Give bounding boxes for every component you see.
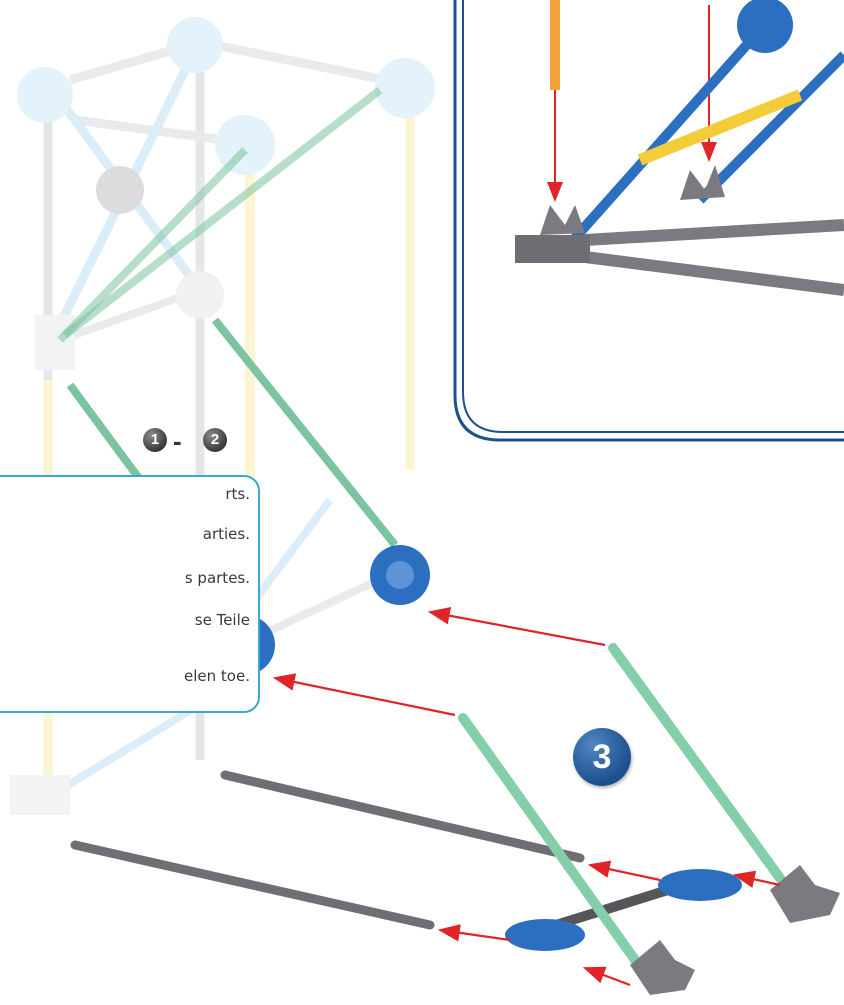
substep-from-badge: 1 [143,428,167,452]
callout-line: arties. [203,525,250,543]
range-dash: - [173,426,182,457]
step-number-badge: 3 [573,728,631,786]
callout-line: s partes. [185,569,250,587]
callout-line: se Teile [195,611,250,629]
instruction-callout: rts. arties. s partes. se Teile elen toe… [0,475,260,713]
callout-line: rts. [225,485,250,503]
callout-line: elen toe. [184,667,250,685]
substep-to-badge: 2 [203,428,227,452]
inset-detail-box [455,0,844,440]
